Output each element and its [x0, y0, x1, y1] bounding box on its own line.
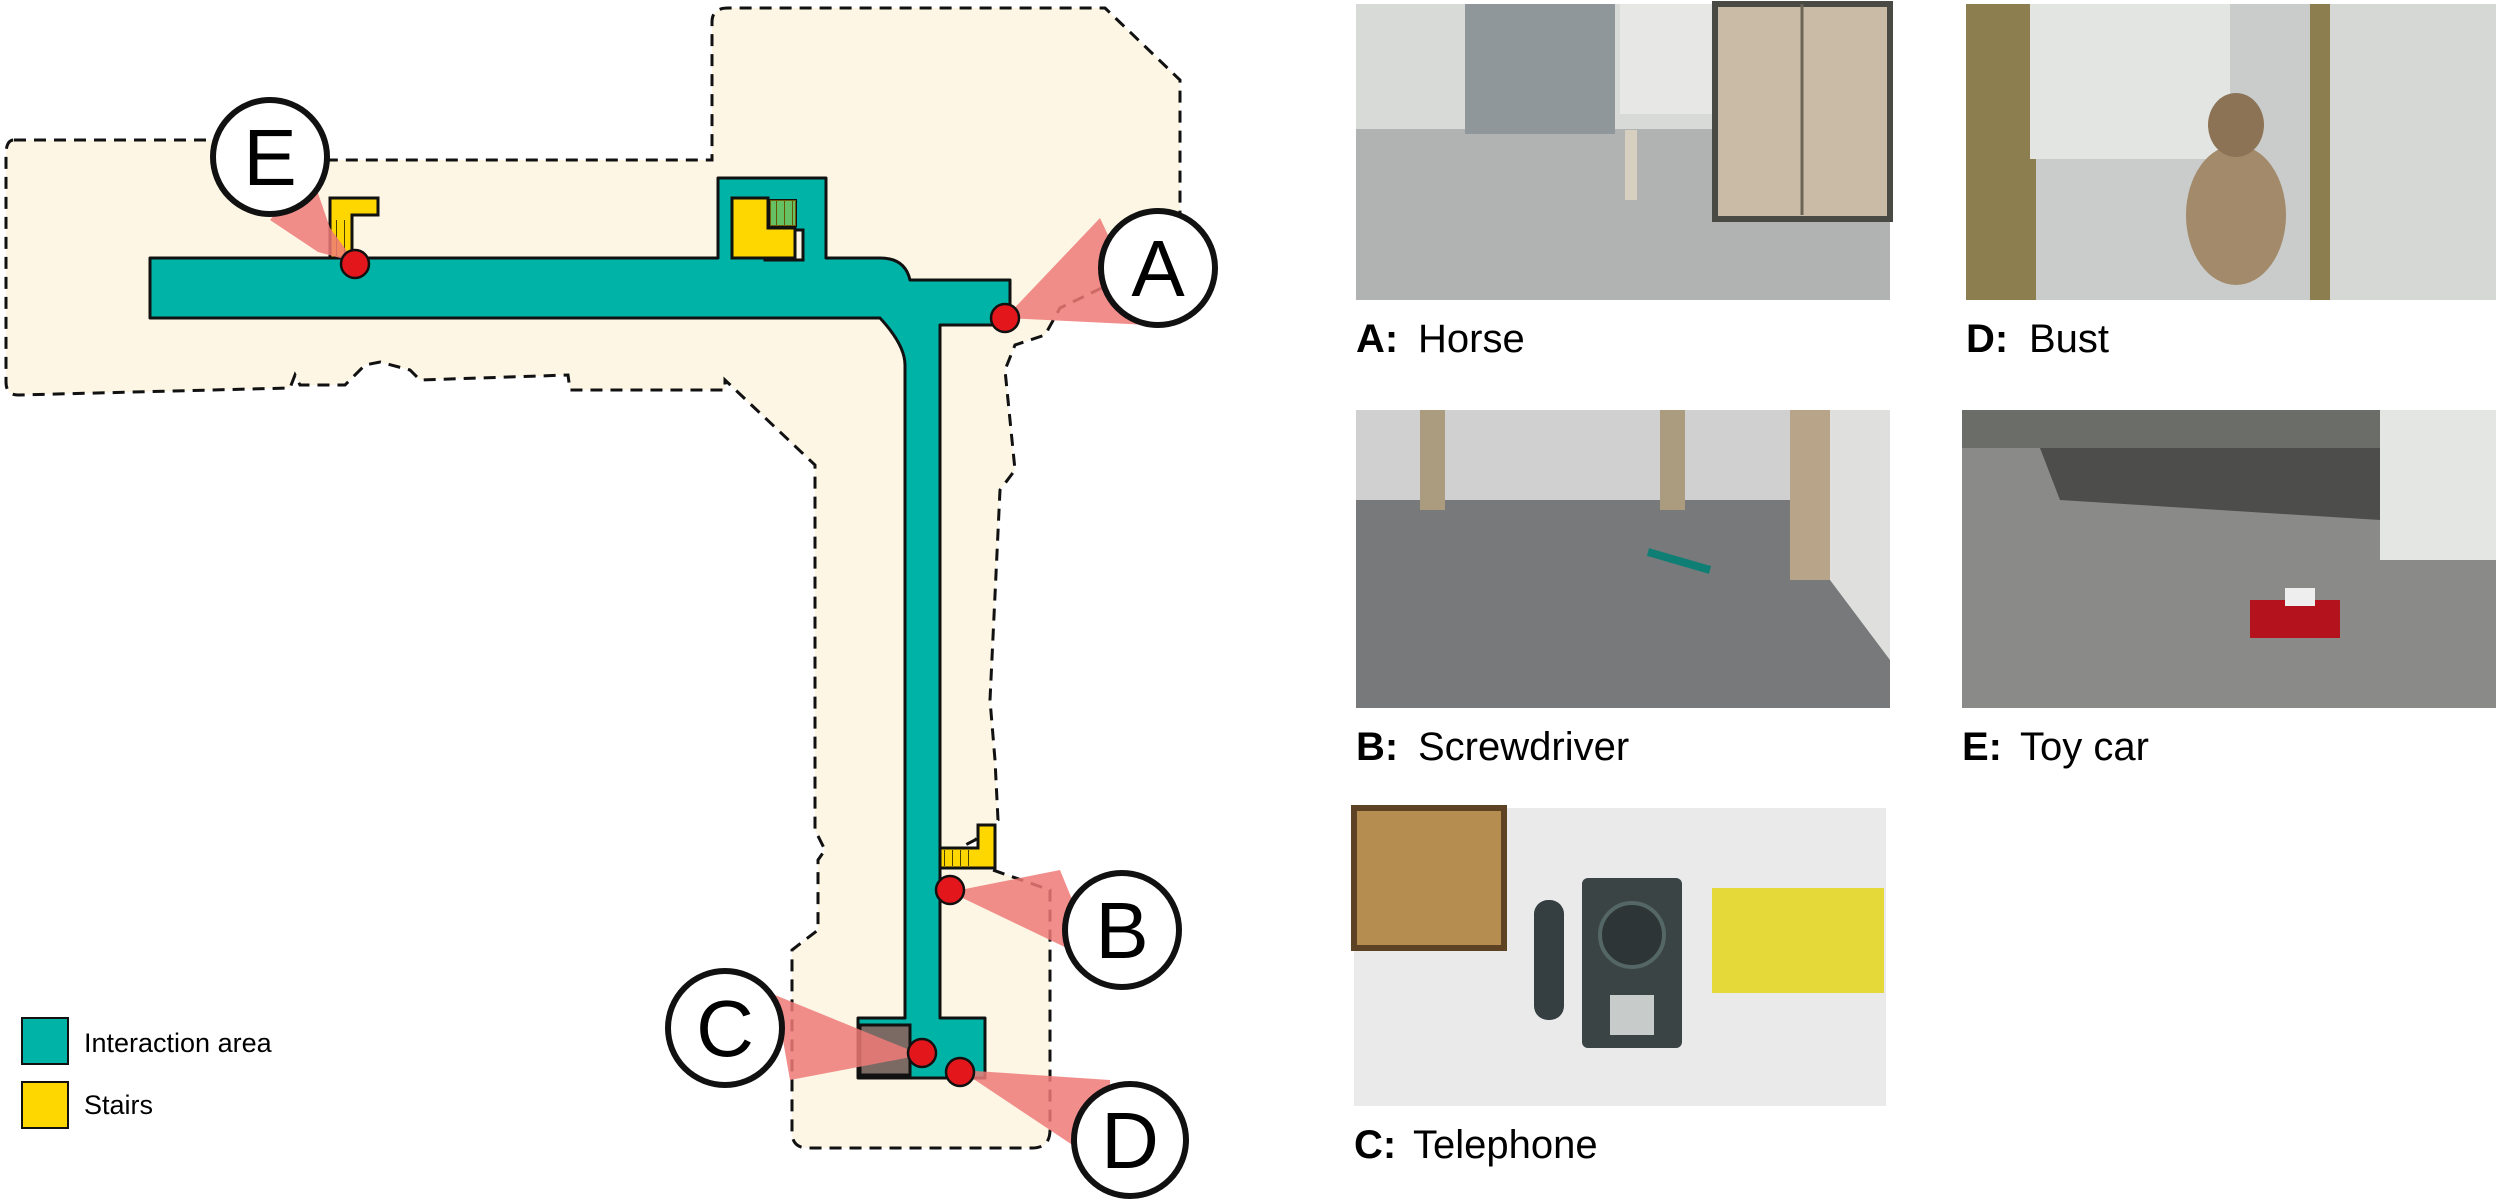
marker-d: D	[1071, 1081, 1189, 1199]
photo-c-telephone	[1351, 805, 1886, 1106]
legend-label-stairs: Stairs	[84, 1090, 153, 1120]
object-point-b	[934, 874, 966, 906]
photo-b-caption-name: Screwdriver	[1418, 725, 1629, 769]
walkable-boundary	[4, 6, 1182, 1150]
photo-b-screwdriver	[1356, 410, 1890, 708]
photo-c-caption-key: C:	[1354, 1123, 1396, 1167]
object-point-d	[944, 1056, 976, 1088]
photo-e-caption-key: E:	[1962, 725, 2002, 769]
photo-d-caption-name: Bust	[2029, 317, 2109, 361]
marker-c: C	[665, 968, 785, 1088]
view-cone-b	[950, 870, 1098, 963]
photo-e-caption-name: Toy car	[2020, 725, 2149, 769]
marker-e-letter: E	[243, 113, 296, 202]
photo-b-caption-key: B:	[1356, 725, 1398, 769]
photo-a-horse	[1356, 1, 1893, 300]
photo-a-caption-key: A:	[1356, 317, 1398, 361]
legend-label-interaction-area: Interaction area	[84, 1028, 273, 1058]
marker-e: E	[210, 97, 330, 217]
view-cone-c	[775, 995, 922, 1080]
legend: Interaction area Stairs	[21, 1017, 273, 1129]
view-cone-e	[270, 170, 355, 262]
object-point-e	[339, 248, 371, 280]
marker-b-letter: B	[1095, 886, 1148, 975]
marker-a: A	[1098, 208, 1218, 328]
photo-c-caption-name: Telephone	[1413, 1123, 1598, 1167]
stairs-top-center	[730, 196, 797, 260]
legend-swatch-interaction-area	[21, 1017, 69, 1065]
object-point-a	[989, 302, 1021, 334]
marker-b: B	[1062, 870, 1182, 990]
stairs-right	[938, 823, 997, 870]
legend-swatch-stairs	[21, 1081, 69, 1129]
photo-d-caption-key: D:	[1966, 317, 2008, 361]
marker-a-letter: A	[1131, 224, 1185, 313]
photo-d-bust	[1966, 4, 2496, 300]
photo-a-caption-name: Horse	[1418, 317, 1525, 361]
marker-c-letter: C	[696, 984, 754, 1073]
floor-plan: E A B C D	[4, 6, 1218, 1199]
marker-d-letter: D	[1101, 1096, 1159, 1185]
object-point-c	[906, 1037, 938, 1069]
photo-e-toy-car	[1962, 410, 2496, 708]
interaction-area-corridor	[148, 176, 1012, 1080]
